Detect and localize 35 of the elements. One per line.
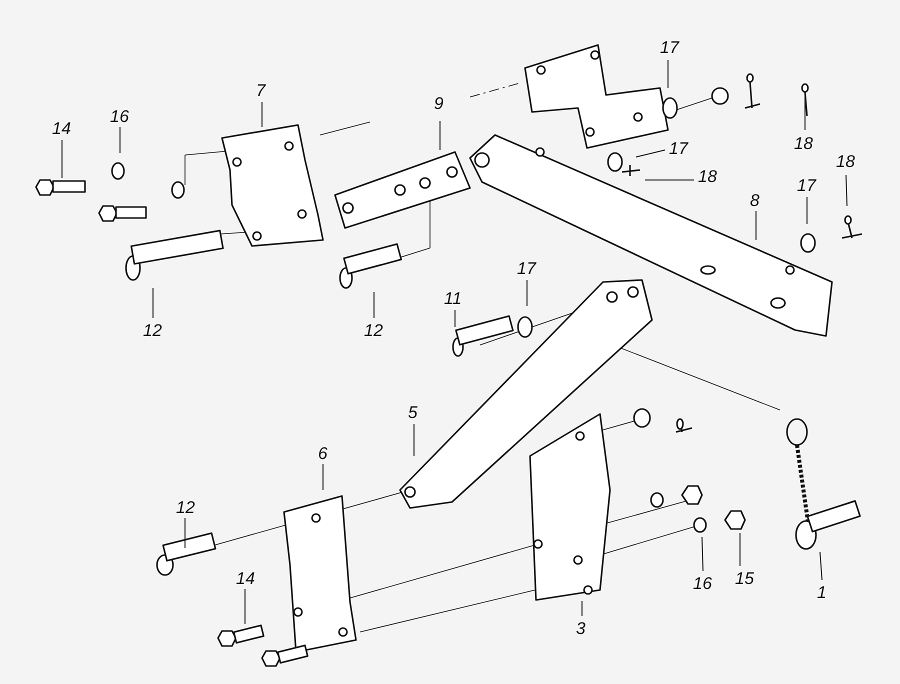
callout-number: 5 <box>408 404 418 422</box>
callout-number: 15 <box>735 570 754 588</box>
callout-number: 9 <box>434 95 444 113</box>
callout-number: 11 <box>444 290 462 308</box>
leader-line <box>846 174 848 206</box>
callout-number: 17 <box>517 260 536 278</box>
callout-number: 1 <box>817 584 826 602</box>
leader-line <box>820 552 822 580</box>
leader-line <box>806 196 808 224</box>
leader-line <box>636 150 666 158</box>
callout-number: 17 <box>669 140 688 158</box>
leader-line <box>804 96 806 130</box>
callout-number: 16 <box>110 108 129 126</box>
leader-line <box>454 310 456 328</box>
callout-number: 12 <box>364 322 383 340</box>
leader-line <box>526 280 528 306</box>
callout-number: 3 <box>576 620 586 638</box>
callout-number: 18 <box>794 135 813 153</box>
callout-number: 18 <box>698 168 717 186</box>
leader-line <box>702 536 704 572</box>
leader-line <box>152 288 154 318</box>
callout-number: 17 <box>660 39 679 57</box>
leader-line <box>322 464 324 490</box>
callout-number: 6 <box>318 445 328 463</box>
leader-line <box>244 588 246 624</box>
callout-number: 12 <box>176 499 195 517</box>
callout-number: 18 <box>836 153 855 171</box>
callout-number: 12 <box>143 322 162 340</box>
callout-number: 17 <box>797 177 816 195</box>
callout-number: 16 <box>693 575 712 593</box>
callout-number: 14 <box>236 570 255 588</box>
leader-line <box>184 518 186 548</box>
callout-number: 8 <box>750 192 760 210</box>
callout-number: 14 <box>52 120 71 138</box>
callout-number: 7 <box>256 82 266 100</box>
